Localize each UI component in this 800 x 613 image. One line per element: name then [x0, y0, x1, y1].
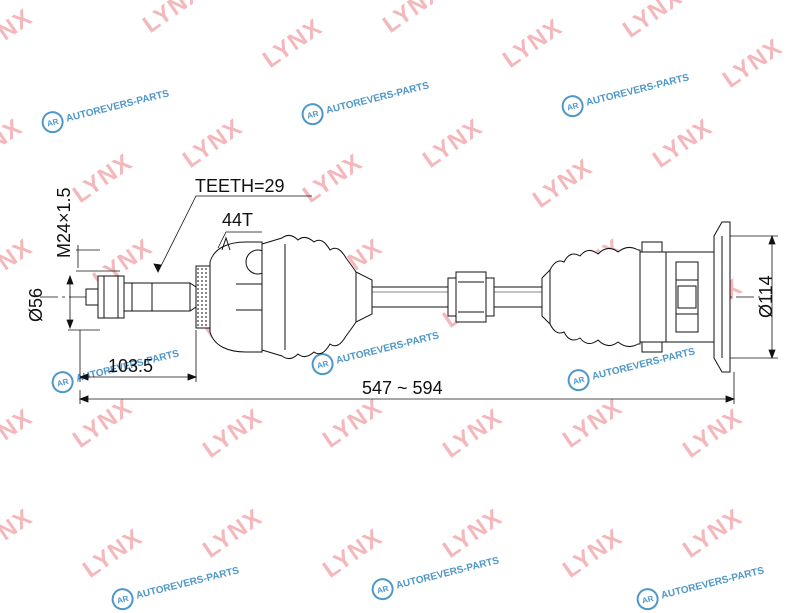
axle-technical-drawing: TEETH=29 44T M24×1.5 Ø56 103.5 547 ~ 594…	[26, 176, 778, 404]
damper	[447, 271, 495, 323]
abs-ring	[195, 265, 211, 329]
abs-teeth-leader	[217, 231, 262, 249]
spline-shaft	[131, 282, 197, 312]
inner-boot	[541, 246, 641, 348]
spline-length-label: 103.5	[108, 356, 153, 376]
diameter-right-label: Ø114	[756, 275, 776, 318]
diameter-left-label: Ø56	[26, 288, 46, 322]
threaded-stub	[85, 275, 133, 319]
thread-label: M24×1.5	[54, 187, 74, 258]
inner-flange	[713, 221, 731, 373]
abs-teeth-label: 44T	[222, 210, 253, 230]
inner-cv-joint	[639, 241, 715, 353]
teeth-leader	[157, 195, 312, 273]
outer-cv-joint	[209, 236, 271, 353]
outer-boot	[261, 234, 373, 360]
teeth-label: TEETH=29	[195, 176, 285, 196]
total-length-label: 547 ~ 594	[362, 378, 443, 398]
